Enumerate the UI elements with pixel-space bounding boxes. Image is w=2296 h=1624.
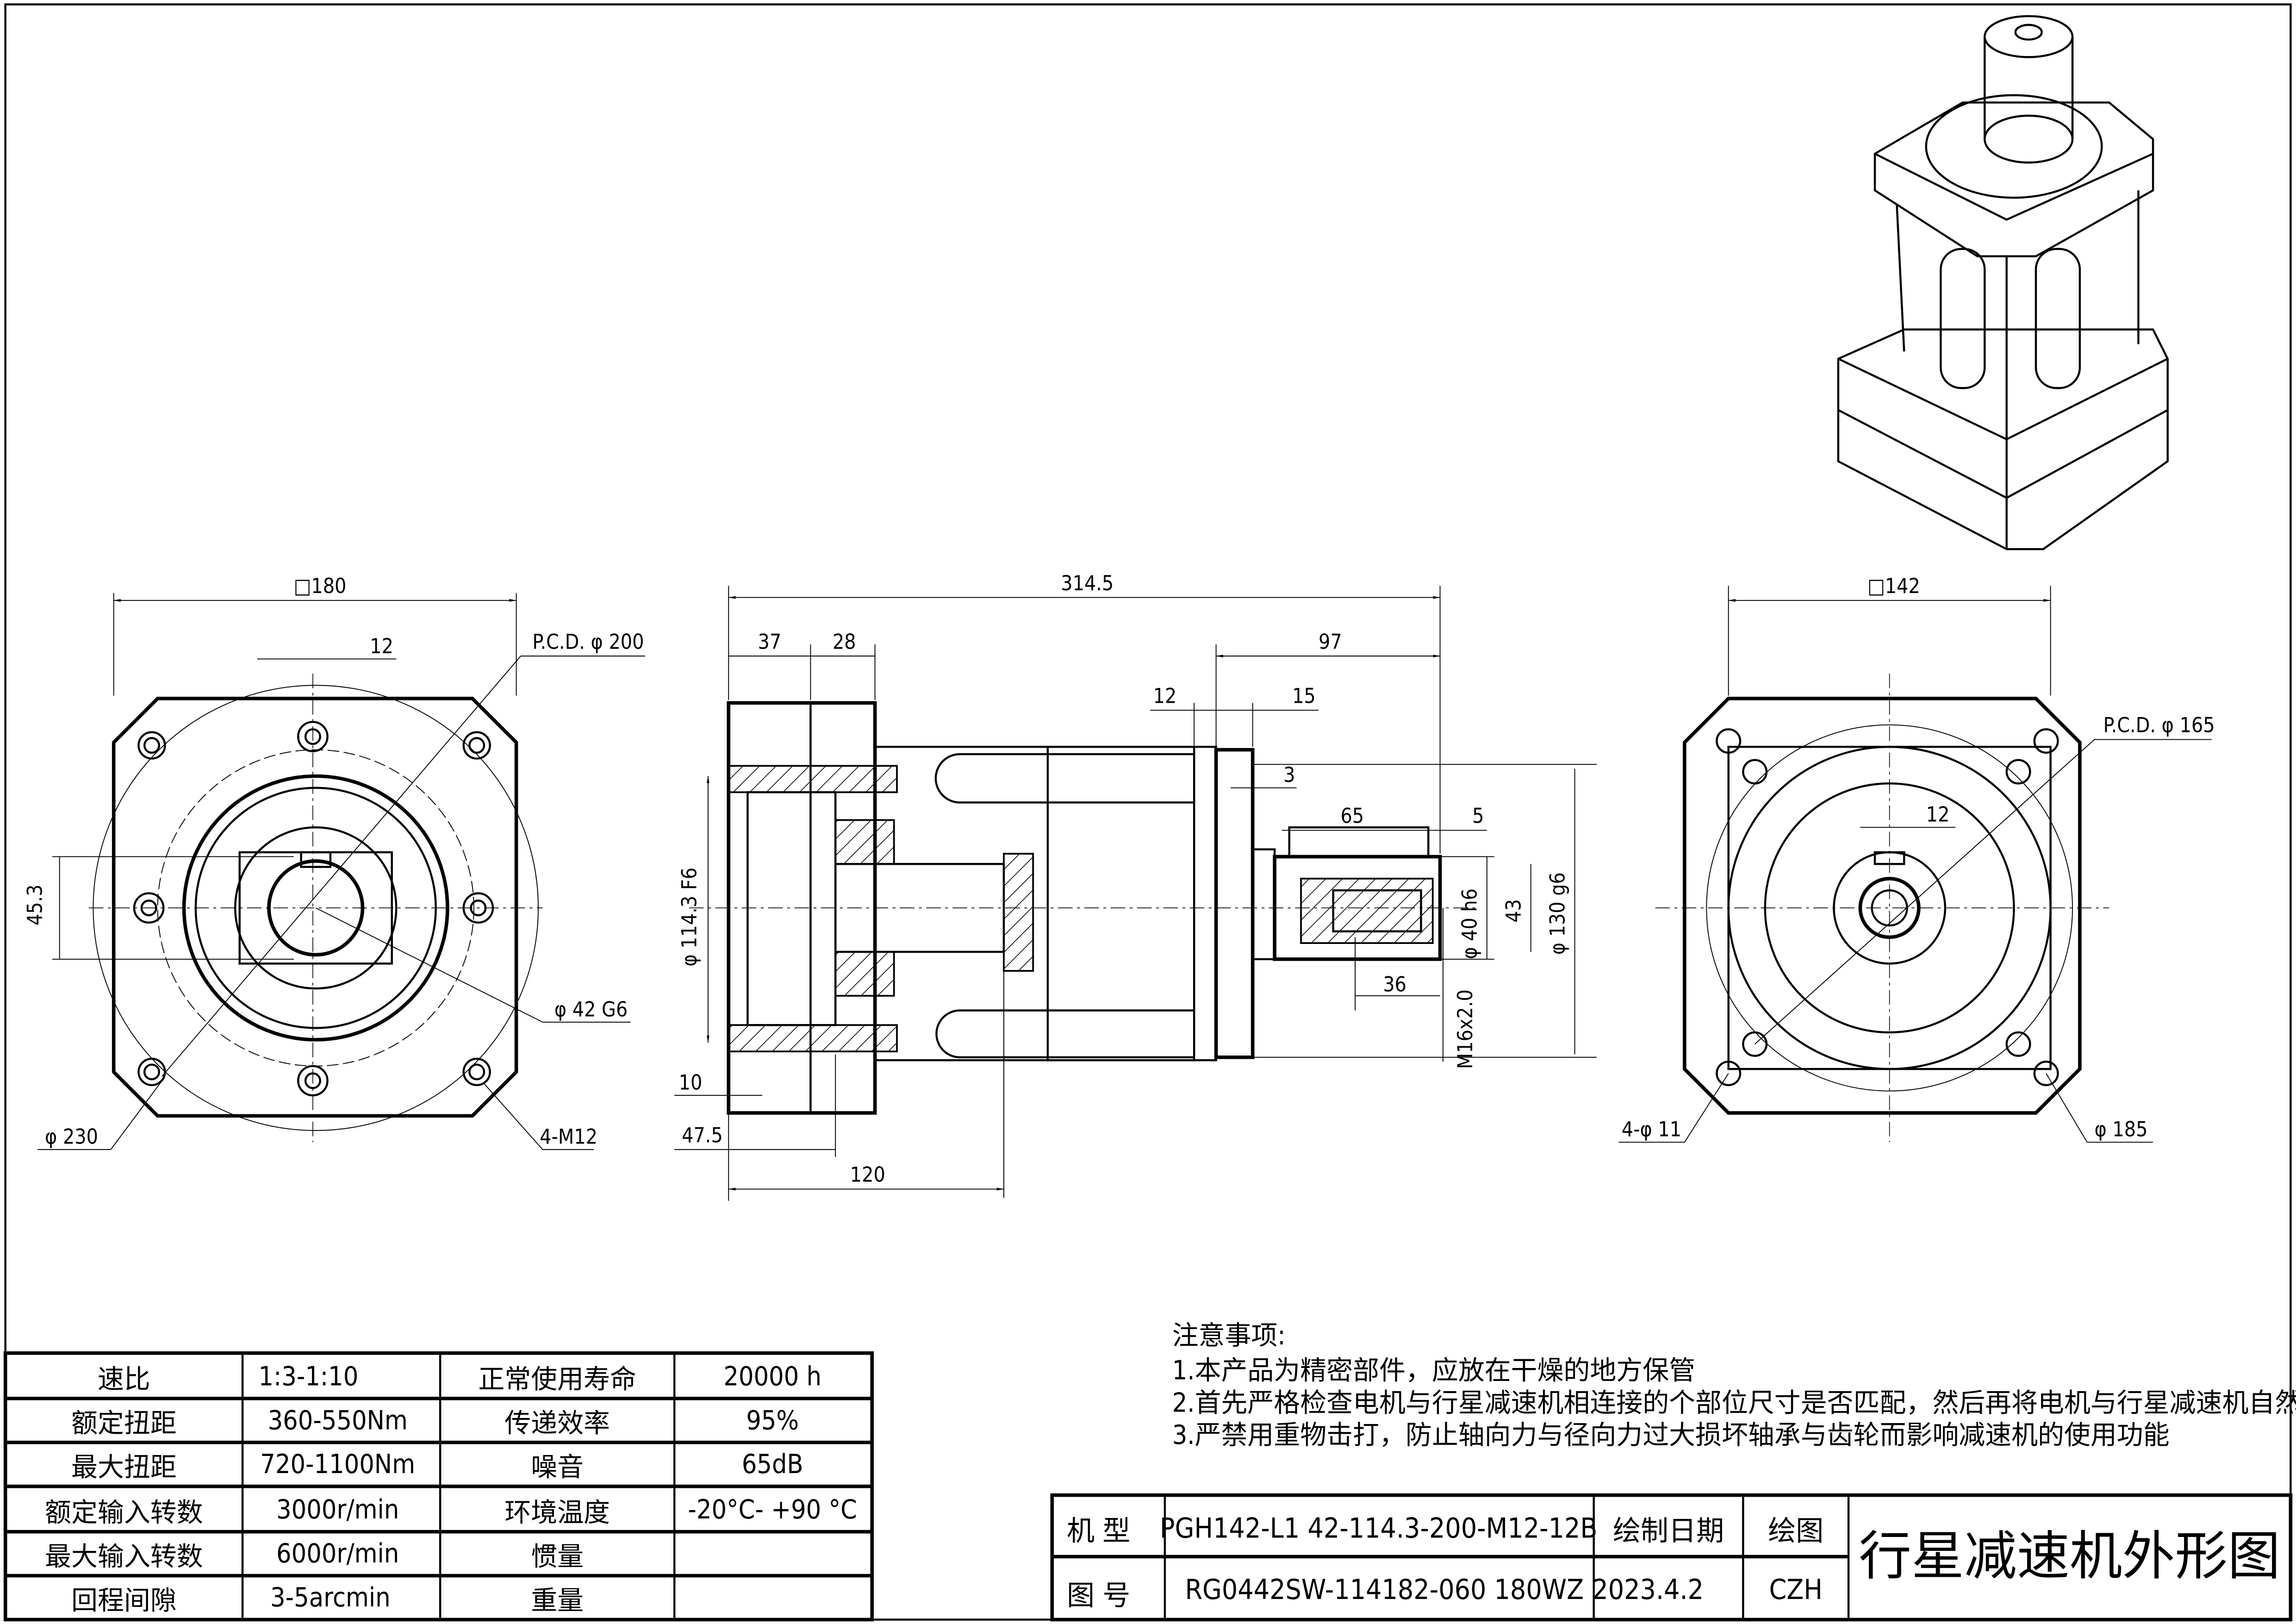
spec-label: 惯量 [531,1541,584,1572]
dim-pilot-130: φ 130 g6 [1546,872,1569,955]
spec-label: 重量 [531,1585,584,1616]
front-view: □180 12 P.C.D. φ 200 45.3 φ 42 G6 φ 230 … [24,575,645,1150]
date-value: 2023.4.2 [1592,1574,1704,1606]
dim-bore-42: φ 42 G6 [554,998,628,1021]
dim-3: 3 [1283,763,1295,787]
dim-5: 5 [1472,805,1484,828]
dim-47-5: 47.5 [682,1124,723,1147]
dim-65: 65 [1340,805,1364,828]
dim-15: 15 [1292,684,1316,708]
spec-label: 速比 [98,1364,150,1395]
spec-value: 720-1100Nm [260,1449,415,1480]
dim-pcd-200: P.C.D. φ 200 [532,630,644,654]
dim-shaft-40: φ 40 h6 [1458,888,1482,959]
model-label: 机 型 [1067,1515,1130,1548]
dim-square-180: □180 [294,575,347,598]
dim-43: 43 [1502,899,1526,923]
spec-value: 65dB [742,1449,803,1480]
dim-28: 28 [833,630,856,654]
dim-key-12: 12 [370,635,393,658]
dim-overall-314-5: 314.5 [1061,572,1114,595]
spec-label: 额定扭距 [71,1408,177,1439]
spec-value: 3-5arcmin [270,1582,391,1613]
drawing-no-value: RG0442SW-114182-060 180WZ [1185,1574,1584,1606]
dim-bolt-m12: 4-M12 [540,1125,597,1149]
drawer-value: CZH [1769,1574,1822,1606]
dim-36: 36 [1383,973,1406,996]
dim-37: 37 [758,630,782,654]
spec-table: 速比 1:3-1:10 正常使用寿命 20000 h 额定扭距 360-550N… [3,1351,874,1622]
title-block: 机 型 PGH142-L1 42-114.3-200-M12-12B 图 号 R… [1050,1493,2293,1622]
rear-view: P.C.D. φ 165 □142 12 4-φ 11 φ 185 [1618,575,2215,1143]
spec-value: -20°C- +90 °C [688,1494,857,1525]
dim-10: 10 [679,1071,703,1094]
spec-value: 6000r/min [276,1538,399,1569]
drawing-no-label: 图 号 [1067,1580,1130,1612]
spec-label: 最大输入转数 [45,1541,203,1572]
note-item: 2.首先严格检查电机与行星减速机相连接的个部位尺寸是否匹配，然后再将电机与行星减… [1172,1387,2296,1418]
note-item: 3.严禁用重物击打，防止轴向力与径向力过大损坏轴承与齿轮而影响减速机的使用功能 [1172,1420,2170,1450]
dim-holes-11: 4-φ 11 [1622,1118,1681,1142]
dim-12: 12 [1153,684,1177,708]
dim-120: 120 [850,1163,885,1187]
spec-value: 360-550Nm [268,1405,408,1436]
dim-key-12-rear: 12 [1926,803,1950,827]
dim-outer-230: φ 230 [45,1125,98,1149]
notes-title: 注意事项: [1172,1320,1286,1351]
dim-key-45-3: 45.3 [24,885,47,926]
date-label: 绘制日期 [1613,1515,1724,1548]
spec-label: 噪音 [531,1452,584,1483]
dim-square-142: □142 [1867,575,1920,598]
spec-label: 回程间隙 [71,1585,177,1616]
notes: 注意事项: 1.本产品为精密部件，应放在干燥的地方保管 2.首先严格检查电机与行… [1172,1320,2296,1450]
spec-label: 正常使用寿命 [478,1364,636,1395]
dim-97: 97 [1319,630,1342,654]
bolt-hole-icon [1716,728,2059,1087]
spec-value: 1:3-1:10 [258,1361,358,1392]
spec-label: 额定输入转数 [45,1498,203,1528]
isometric-view [1837,15,2169,550]
model-value: PGH142-L1 42-114.3-200-M12-12B [1160,1512,1598,1544]
spec-label: 环境温度 [504,1498,610,1528]
spec-value: 95% [746,1405,799,1436]
dim-pcd-165: P.C.D. φ 165 [2103,714,2215,737]
drawer-label: 绘图 [1768,1515,1823,1548]
dim-outer-185: φ 185 [2095,1118,2148,1142]
drawing-title: 行星减速机外形图 [1859,1525,2280,1587]
dim-thread-m16: M16x2.0 [1454,989,1477,1069]
side-view: 314.5 37 28 97 12 15 3 65 5 φ 114.3 F6 φ… [674,572,1597,1201]
spec-label: 传递效率 [504,1408,610,1439]
spec-value: 20000 h [723,1361,821,1392]
note-item: 1.本产品为精密部件，应放在干燥的地方保管 [1172,1355,1695,1386]
dim-bore-114-3: φ 114.3 F6 [678,868,702,967]
spec-label: 最大扭距 [71,1452,177,1483]
spec-value: 3000r/min [276,1494,399,1525]
